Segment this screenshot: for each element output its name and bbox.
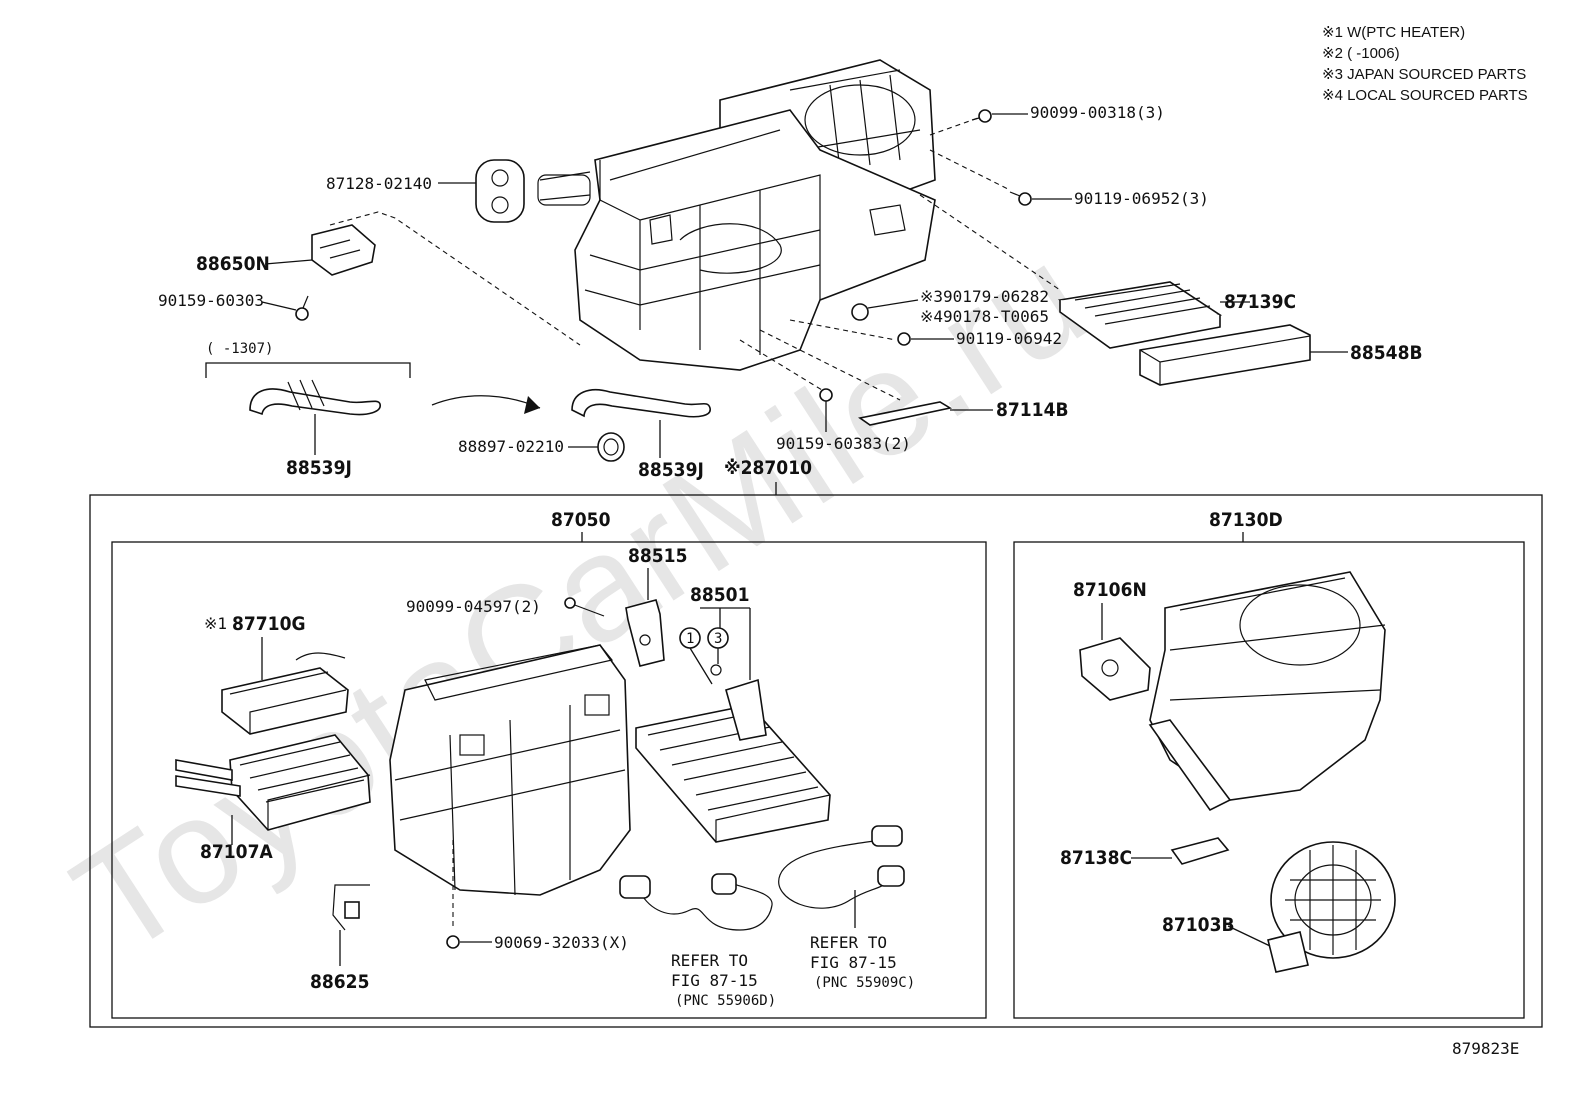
label-87114B: 87114B — [996, 399, 1069, 421]
main-unit-drawing — [537, 59, 936, 371]
screw-90069-32033 — [446, 935, 460, 949]
label-87128-02140: 87128-02140 — [326, 174, 432, 193]
screw-90099-00318 — [971, 109, 992, 123]
screw-90099-04597 — [571, 603, 605, 617]
heater-case-87050 — [389, 644, 631, 896]
label-90099-00318: 90099-00318(3) — [1030, 103, 1165, 122]
screw-90119-06952 — [1009, 191, 1032, 206]
callout-3: 3 — [714, 631, 722, 647]
mark-87710G: ※1 — [204, 614, 227, 633]
label-90099-04597: 90099-04597(2) — [406, 597, 541, 616]
clamp-88897 — [597, 432, 625, 462]
notes-legend: ※1 W(PTC HEATER) ※2 ( -1006) ※3 JAPAN SO… — [1322, 24, 1528, 104]
ref2-line3: (PNC 55909C) — [814, 975, 915, 991]
screw-90159-60383 — [819, 388, 833, 402]
label-87710G: 87710G — [232, 613, 306, 635]
actuator-88650N — [311, 224, 376, 276]
label-90119-06942: 90119-06942 — [956, 329, 1062, 348]
assembly-87130D-box — [1013, 541, 1525, 1019]
expansion-valve-88515 — [625, 599, 665, 667]
assembly-87050-box — [111, 541, 987, 1019]
label-87050: 87050 — [551, 509, 611, 531]
label-88515: 88515 — [628, 545, 687, 567]
filter-cover-88548B — [1139, 324, 1311, 386]
range-label: ( -1307) — [206, 341, 273, 357]
hose-88539J-new — [571, 388, 711, 418]
ptc-heater-87710G — [221, 652, 349, 735]
label-88625: 88625 — [310, 971, 369, 993]
label-88539J-new: 88539J — [638, 459, 704, 481]
resistor-87138C — [1170, 837, 1230, 865]
note-2: ※2 ( -1006) — [1322, 45, 1400, 62]
label-90179-06282: ※390179-06282 — [920, 287, 1049, 306]
note-4: ※4 LOCAL SOURCED PARTS — [1322, 87, 1528, 104]
filter-87139C — [1057, 281, 1223, 349]
label-88501: 88501 — [690, 584, 749, 606]
label-88650N: 88650N — [196, 253, 270, 275]
ref2-line1: REFER TO — [810, 933, 887, 952]
label-87010: ※287010 — [724, 457, 812, 479]
seal-87114B — [858, 401, 953, 426]
blower-case-87130D — [1148, 571, 1386, 812]
hose-88539J-old — [249, 379, 381, 416]
sensor-harness-55906D — [619, 873, 773, 931]
label-88897-02210: 88897-02210 — [458, 437, 564, 456]
label-90159-60383: 90159-60383(2) — [776, 434, 911, 453]
label-88539J-old: 88539J — [286, 457, 352, 479]
label-90119-06952: 90119-06952(3) — [1074, 189, 1209, 208]
figure-code: 879823E — [1452, 1039, 1519, 1058]
label-88548B: 88548B — [1350, 342, 1423, 364]
note-1: ※1 W(PTC HEATER) — [1322, 24, 1465, 41]
servo-motor-87106N — [1079, 637, 1151, 701]
ref2-line2: FIG 87-15 — [810, 953, 897, 972]
callout-1: 1 — [686, 631, 694, 647]
ref1-line1: REFER TO — [671, 951, 748, 970]
clip-90179 — [851, 303, 869, 321]
screw-90159-60303 — [295, 295, 309, 321]
ref1-line2: FIG 87-15 — [671, 971, 758, 990]
ref1-line3: (PNC 55906D) — [675, 993, 776, 1009]
label-87106N: 87106N — [1073, 579, 1147, 601]
heater-core-87107A — [175, 734, 371, 831]
label-87139C: 87139C — [1224, 291, 1296, 313]
supersede-arrow — [431, 395, 541, 409]
label-90159-60303: 90159-60303 — [158, 291, 264, 310]
label-90178-T0065: ※490178-T0065 — [920, 307, 1049, 326]
blower-motor-87103B — [1267, 841, 1396, 973]
evaporator-88501 — [635, 678, 831, 843]
assembly-87010-box — [89, 494, 1543, 1028]
sensor-harness-55909C — [778, 825, 905, 909]
screw-90119-06942 — [897, 332, 911, 346]
sensor-88625 — [332, 884, 370, 931]
label-87103B: 87103B — [1162, 914, 1235, 936]
label-87130D: 87130D — [1209, 509, 1283, 531]
note-3: ※3 JAPAN SOURCED PARTS — [1322, 66, 1526, 83]
label-87107A: 87107A — [200, 841, 273, 863]
range-bracket — [205, 362, 411, 378]
grommet-87128 — [475, 159, 525, 223]
label-90069-32033: 90069-32033(X) — [494, 933, 629, 952]
label-87138C: 87138C — [1060, 847, 1132, 869]
supersede-arrowhead — [524, 396, 540, 414]
